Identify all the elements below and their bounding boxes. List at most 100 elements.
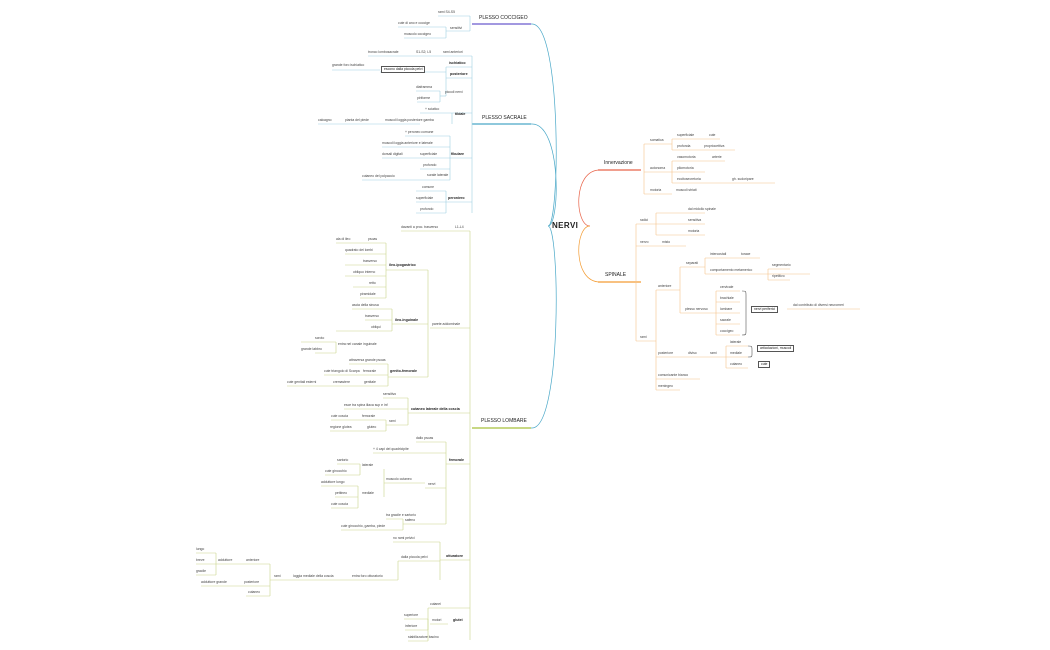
node[interactable]: mediale — [362, 491, 374, 495]
node[interactable]: cutaneo — [730, 362, 743, 366]
node[interactable]: propriocettiva — [704, 144, 725, 148]
node[interactable]: comune — [422, 185, 435, 189]
node[interactable]: posteriore — [658, 351, 674, 355]
node[interactable]: vasomotoria — [677, 155, 696, 159]
node[interactable]: laterale — [362, 463, 374, 467]
node[interactable]: retto — [369, 281, 376, 285]
node-ischiatico[interactable]: ischiatico — [449, 61, 466, 65]
node[interactable]: adduttore lungo — [321, 480, 345, 484]
node[interactable]: intercostali — [710, 252, 727, 256]
node-femorale[interactable]: femorale — [449, 458, 464, 462]
node[interactable]: safeno — [405, 518, 416, 522]
node[interactable]: muscolo coccigeo — [404, 32, 431, 36]
node[interactable]: motoria — [650, 188, 662, 192]
node[interactable]: muscolo cutaneo — [386, 477, 412, 481]
node[interactable]: grande foro ischiatico — [332, 63, 365, 67]
node[interactable]: grande labbro — [301, 347, 322, 351]
node[interactable]: brachiale — [720, 296, 734, 300]
node[interactable]: piramidale — [360, 292, 376, 296]
node[interactable]: cute ginocchio — [325, 469, 347, 473]
node[interactable]: autonoma — [650, 166, 666, 170]
node[interactable]: motori — [432, 618, 442, 622]
root-node[interactable]: NERVI — [552, 221, 579, 230]
node[interactable]: arterie — [712, 155, 722, 159]
node[interactable]: L1-L4 — [455, 225, 464, 229]
node[interactable]: rami — [274, 574, 281, 578]
node[interactable]: rami — [640, 335, 647, 339]
node[interactable]: dal contributo di diversi neuromeri — [793, 303, 844, 307]
node[interactable]: superficiale — [677, 133, 695, 137]
node[interactable]: pilomotoria — [677, 166, 694, 170]
node[interactable]: adduttore — [218, 558, 233, 562]
branch-innervazione[interactable]: Innervazione — [604, 160, 633, 166]
node[interactable]: sensitivi — [450, 26, 463, 30]
branch-spinale[interactable]: SPINALE — [605, 272, 627, 278]
node[interactable]: rami — [710, 351, 717, 355]
node[interactable]: meningeo — [658, 384, 673, 388]
node[interactable]: pianta del piede — [345, 118, 369, 122]
node[interactable]: esce tra spina iliaca sup e inf — [344, 403, 388, 407]
node[interactable]: no rami pelvici — [393, 536, 415, 540]
node[interactable]: superficiale — [420, 152, 438, 156]
node[interactable]: genitale — [364, 380, 376, 384]
node[interactable]: + sciatico — [425, 107, 440, 111]
node[interactable]: gracile — [196, 569, 206, 573]
node[interactable]: cute coscia — [331, 414, 348, 418]
node[interactable]: diviso — [688, 351, 697, 355]
node[interactable]: regione glutea — [330, 425, 352, 429]
branch-plesso-lombare[interactable]: PLESSO LOMBARE — [481, 418, 527, 424]
node[interactable]: anteriore — [246, 558, 260, 562]
node[interactable]: surale laterale — [427, 173, 449, 177]
node[interactable]: tra gracile e sartorio — [386, 513, 416, 517]
node[interactable]: ripetitivo — [772, 274, 785, 278]
node[interactable]: torace — [741, 252, 751, 256]
node[interactable]: comunicante bianco — [658, 373, 689, 377]
node[interactable]: dorsali digitali — [382, 152, 403, 156]
node[interactable]: eccitosecretoria — [677, 177, 701, 181]
node[interactable]: cute coscia — [331, 502, 348, 506]
node[interactable]: calcagno — [318, 118, 332, 122]
node[interactable]: comportamento metamerico — [710, 268, 753, 272]
node[interactable]: adduttore grande — [201, 580, 227, 584]
node[interactable]: plesso nervoso — [685, 307, 708, 311]
node[interactable]: ascia della sinusa — [352, 303, 379, 307]
node-nervi-periferici[interactable]: nervi periferici — [751, 306, 779, 314]
node[interactable]: mediale — [730, 351, 742, 355]
node-glutei[interactable]: glutei — [453, 618, 463, 622]
node[interactable]: attraversa grande psoas — [349, 358, 386, 362]
node[interactable]: rami anteriori — [443, 50, 463, 54]
node[interactable]: profondo — [423, 163, 437, 167]
node[interactable]: misto — [662, 240, 671, 244]
node[interactable]: cute genitali esterni — [287, 380, 317, 384]
node[interactable]: cute ginocchio, gamba, piede — [341, 524, 386, 528]
node[interactable]: sensitivo — [383, 392, 397, 396]
node-genito-femorale[interactable]: genito-femorale — [390, 369, 417, 373]
node[interactable]: cervicale — [720, 285, 734, 289]
node[interactable]: superficiale — [416, 196, 434, 200]
node[interactable]: obliqui — [371, 325, 381, 329]
node[interactable]: cremastere — [333, 380, 350, 384]
node[interactable]: lombare — [720, 307, 733, 311]
node[interactable]: separati — [686, 261, 699, 265]
node[interactable]: parete addominale — [432, 322, 461, 326]
node[interactable]: profondo — [420, 207, 434, 211]
node[interactable]: laterale — [730, 340, 742, 344]
node[interactable]: trasverso — [363, 259, 377, 263]
node[interactable]: muscoli loggia anteriore e laterale — [382, 141, 433, 145]
node[interactable]: somatica — [650, 138, 664, 142]
node[interactable]: cutaneo del polpaccio — [362, 174, 395, 178]
node[interactable]: profonda — [677, 144, 691, 148]
node[interactable]: sensitiva — [688, 218, 702, 222]
branch-plesso-coccigeo[interactable]: PLESSO COCCIGEO — [479, 15, 528, 21]
node[interactable]: obliquo interno — [353, 270, 376, 274]
node[interactable]: muscoli loggia posteriore gamba — [385, 118, 434, 122]
node[interactable]: muscoli striati — [676, 188, 697, 192]
node[interactable]: lungo — [196, 547, 205, 551]
node[interactable]: entra foro otturatorio — [352, 574, 383, 578]
node-posteriore[interactable]: posteriore — [450, 72, 468, 76]
node[interactable]: segmentario — [772, 263, 791, 267]
node-articolazioni[interactable]: articolazioni, muscoli — [757, 345, 795, 353]
node-cutaneo-laterale[interactable]: cutaneo laterale della coscia — [411, 407, 460, 411]
node[interactable]: superiore — [404, 613, 419, 617]
node[interactable]: + 4 capi del quadricipite — [373, 447, 409, 451]
